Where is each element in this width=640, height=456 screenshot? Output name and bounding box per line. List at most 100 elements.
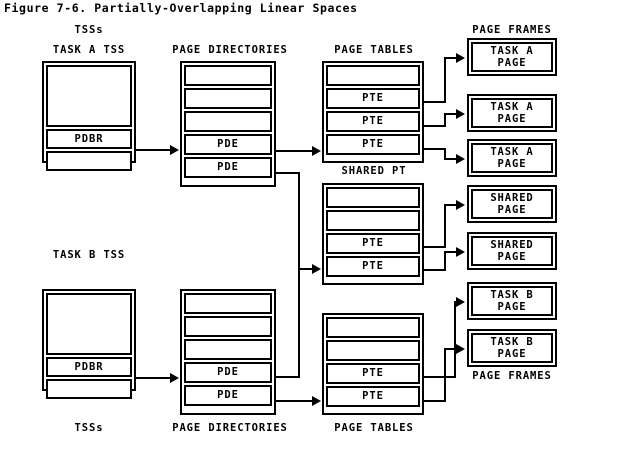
page-directory-a-cell[interactable] xyxy=(184,111,272,132)
label-page-directories-bottom: PAGE DIRECTORIES xyxy=(172,422,288,434)
page-frame-line2: PAGE xyxy=(497,113,527,125)
shared-page-table-cell[interactable] xyxy=(326,187,420,208)
figure-title: Figure 7-6. Partially-Overlapping Linear… xyxy=(4,1,358,15)
page-frame-line1: TASK B xyxy=(490,335,534,348)
page-frame-line1: SHARED xyxy=(490,238,534,251)
task-b-tss-block: PDBR xyxy=(42,289,136,399)
connector-pdbr-b-to-dir xyxy=(136,377,172,379)
arrow-pte-s2-to-frame xyxy=(456,247,465,257)
arrow-pte-b2-to-frame xyxy=(456,344,465,354)
label-tss-top: TSSs xyxy=(74,24,104,36)
connector-pte-s1-h2 xyxy=(444,204,461,206)
arrow-pde-a1-to-pt-a xyxy=(312,146,321,156)
page-frame-line2: PAGE xyxy=(497,251,527,263)
page-table-a-pte-cell[interactable]: PTE xyxy=(326,134,420,155)
page-frame[interactable]: SHARED PAGE xyxy=(467,185,557,223)
connector-pde-b1-out xyxy=(276,376,300,378)
label-page-tables-bottom: PAGE TABLES xyxy=(334,422,414,434)
shared-page-table-block: PTE PTE xyxy=(322,183,424,285)
arrow-pte-b1-to-frame xyxy=(456,297,465,307)
label-page-tables-top: PAGE TABLES xyxy=(334,44,414,56)
arrow-pte-a1-to-frame xyxy=(456,53,465,63)
connector-pte-a1-h1 xyxy=(424,101,446,103)
page-frame-line2: PAGE xyxy=(497,204,527,216)
page-directory-b-cell[interactable] xyxy=(184,293,272,314)
connector-pte-b1-v xyxy=(454,301,456,378)
page-table-b-cell[interactable] xyxy=(326,317,420,338)
page-frame-line1: TASK A xyxy=(490,44,534,57)
connector-shared-to-pt xyxy=(298,268,314,270)
page-frame[interactable]: TASK A PAGE xyxy=(467,38,557,76)
arrow-pte-s1-to-frame xyxy=(456,200,465,210)
shared-page-table-cell[interactable] xyxy=(326,210,420,231)
page-table-b-pte-cell[interactable]: PTE xyxy=(326,363,420,384)
page-frame[interactable]: TASK A PAGE xyxy=(467,139,557,177)
page-frame-inner: TASK B PAGE xyxy=(471,286,553,316)
page-table-a-block: PTE PTE PTE xyxy=(322,61,424,163)
arrow-shared-to-pt xyxy=(312,264,321,274)
task-b-tss-cell[interactable] xyxy=(46,379,132,399)
page-frame-line2: PAGE xyxy=(497,348,527,360)
arrow-pte-a2-to-frame xyxy=(456,109,465,119)
page-frame-inner: TASK A PAGE xyxy=(471,98,553,128)
shared-page-table-pte-cell[interactable]: PTE xyxy=(326,233,420,254)
page-table-b-block: PTE PTE xyxy=(322,313,424,415)
label-task-b-tss: TASK B TSS xyxy=(52,249,126,261)
connector-shared-vertical-bottom xyxy=(298,269,300,378)
page-frame-line1: SHARED xyxy=(490,191,534,204)
page-directory-b-cell[interactable] xyxy=(184,316,272,337)
page-directory-b-cell[interactable] xyxy=(184,339,272,360)
page-table-a-cell[interactable] xyxy=(326,65,420,86)
page-directory-a-cell[interactable] xyxy=(184,65,272,86)
page-table-b-pte-cell[interactable]: PTE xyxy=(326,386,420,407)
page-frame-inner: TASK A PAGE xyxy=(471,42,553,72)
page-directory-a-block: PDE PDE xyxy=(180,61,276,187)
arrow-pdbr-b-to-dir xyxy=(170,373,179,383)
page-frame-line1: TASK A xyxy=(490,145,534,158)
page-directory-a-cell[interactable] xyxy=(184,88,272,109)
label-shared-pt: SHARED PT xyxy=(341,165,407,177)
task-a-tss-cell[interactable] xyxy=(46,151,132,171)
connector-pte-b2-h2 xyxy=(444,348,461,350)
page-directory-b-pde-cell[interactable]: PDE xyxy=(184,385,272,406)
arrow-pte-a3-to-frame xyxy=(456,154,465,164)
page-frame[interactable]: SHARED PAGE xyxy=(467,232,557,270)
page-frame-inner: TASK B PAGE xyxy=(471,333,553,363)
arrow-pdbr-a-to-dir xyxy=(170,145,179,155)
connector-pte-a2-h2 xyxy=(444,113,461,115)
label-task-a-tss: TASK A TSS xyxy=(52,44,126,56)
connector-pte-a2-v xyxy=(444,113,446,127)
connector-pte-a3-v xyxy=(444,148,446,160)
connector-pte-a3-h1 xyxy=(424,148,446,150)
connector-pte-b2-h1 xyxy=(424,400,446,402)
arrow-pde-b2-to-pt-b xyxy=(312,396,321,406)
shared-page-table-pte-cell[interactable]: PTE xyxy=(326,256,420,277)
page-directory-a-pde-cell[interactable]: PDE xyxy=(184,134,272,155)
label-page-frames-top: PAGE FRAMES xyxy=(472,24,552,36)
connector-pte-s2-v xyxy=(444,251,446,271)
page-table-a-pte-cell[interactable]: PTE xyxy=(326,88,420,109)
connector-shared-vertical-top xyxy=(298,172,300,269)
page-directory-b-pde-cell[interactable]: PDE xyxy=(184,362,272,383)
connector-pte-a3-h2 xyxy=(444,158,461,160)
connector-pde-a1-to-pt-a xyxy=(276,150,314,152)
connector-pte-s1-h1 xyxy=(424,246,446,248)
task-a-tss-cell[interactable] xyxy=(46,65,132,127)
page-table-b-cell[interactable] xyxy=(326,340,420,361)
connector-pte-s2-h1 xyxy=(424,269,446,271)
task-b-tss-cell[interactable] xyxy=(46,293,132,355)
task-b-pdbr-cell[interactable]: PDBR xyxy=(46,357,132,377)
connector-pde-b2-to-pt-b xyxy=(276,400,314,402)
page-frame[interactable]: TASK B PAGE xyxy=(467,329,557,367)
label-tss-bottom: TSSs xyxy=(74,422,104,434)
page-frame[interactable]: TASK B PAGE xyxy=(467,282,557,320)
page-frame-inner: SHARED PAGE xyxy=(471,236,553,266)
page-directory-a-pde-cell[interactable]: PDE xyxy=(184,157,272,178)
page-table-a-pte-cell[interactable]: PTE xyxy=(326,111,420,132)
task-a-pdbr-cell[interactable]: PDBR xyxy=(46,129,132,149)
page-frame[interactable]: TASK A PAGE xyxy=(467,94,557,132)
label-page-directories-top: PAGE DIRECTORIES xyxy=(172,44,288,56)
task-a-tss-block: PDBR xyxy=(42,61,136,171)
connector-pte-a1-h2 xyxy=(444,57,461,59)
connector-pte-b1-h1 xyxy=(424,376,456,378)
